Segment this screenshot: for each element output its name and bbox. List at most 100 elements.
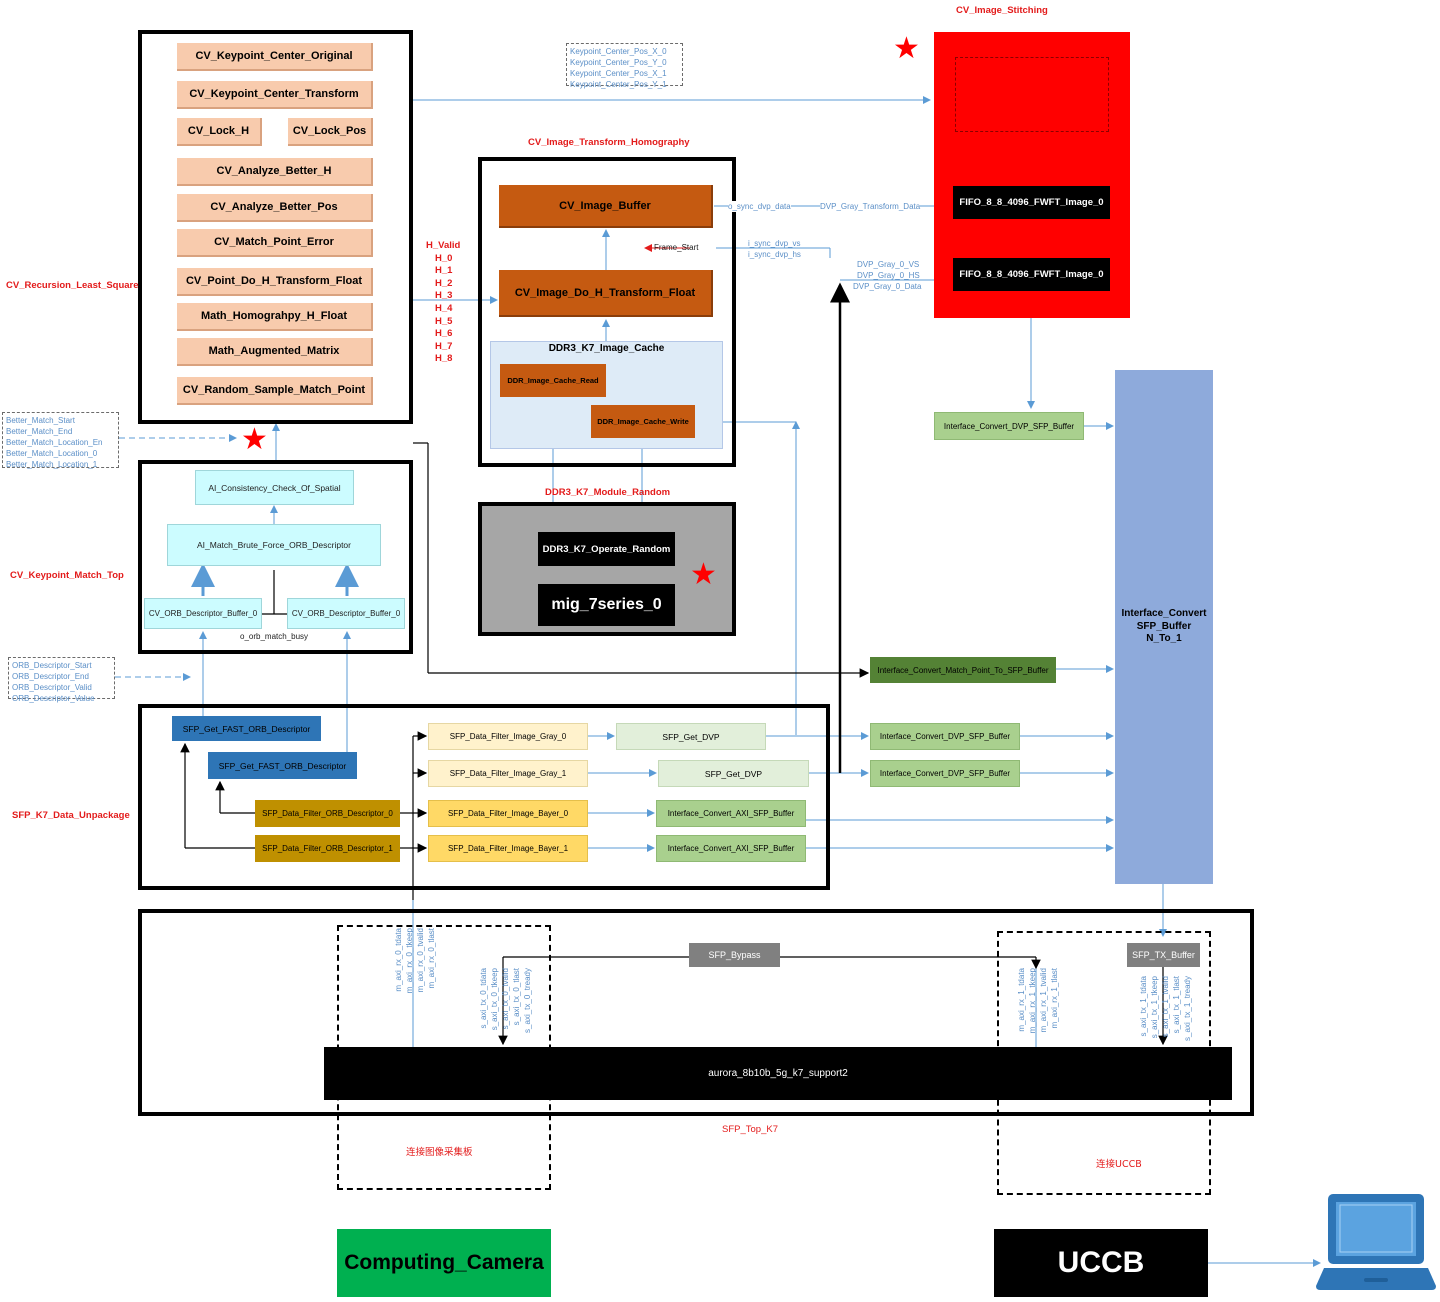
block-axi-buffer-b[interactable]: Interface_Convert_AXI_SFP_Buffer xyxy=(656,835,806,862)
block-lock-pos[interactable]: CV_Lock_Pos xyxy=(288,118,373,146)
block-sfp-bypass[interactable]: SFP_Bypass xyxy=(689,943,780,967)
block-cache-write[interactable]: DDR_Image_Cache_Write xyxy=(591,405,695,438)
n-to-1-block xyxy=(1115,370,1213,884)
sfp-top-container xyxy=(138,909,1254,1116)
rx1-signal: m_axi_rx_1_tvalid xyxy=(1039,968,1048,1033)
block-homography-h-float[interactable]: Math_Homograhpy_H_Float xyxy=(177,303,373,331)
stitching-inner-dashed xyxy=(955,57,1109,132)
label-match-top: CV_Keypoint_Match_Top xyxy=(10,570,124,581)
rx0-signal: m_axi_rx_0_tlast xyxy=(427,928,436,989)
block-fifo-a[interactable]: FIFO_8_8_4096_FWFT_Image_0 xyxy=(953,186,1110,219)
star-icon: ★ xyxy=(241,423,268,456)
block-analyze-better-pos[interactable]: CV_Analyze_Better_Pos xyxy=(177,194,373,222)
signal: ORB_Descriptor_Value xyxy=(12,694,95,703)
h-signal-list: H_Valid H_0 H_1 H_2 H_3 H_4 H_5 H_6 H_7 … xyxy=(426,240,460,366)
block-lock-h[interactable]: CV_Lock_H xyxy=(177,118,262,146)
block-match-point-sfp[interactable]: Interface_Convert_Match_Point_To_SFP_Buf… xyxy=(870,657,1056,683)
star-icon: ★ xyxy=(690,558,717,591)
block-augmented-matrix[interactable]: Math_Augmented_Matrix xyxy=(177,338,373,366)
block-fifo-b[interactable]: FIFO_8_8_4096_FWFT_Image_0 xyxy=(953,258,1110,291)
block-mig-7series[interactable]: mig_7series_0 xyxy=(538,584,675,626)
signal: Keypoint_Center_Pos_Y_1 xyxy=(570,80,667,89)
label-dvp-gray-hs: DVP_Gray_0_HS xyxy=(857,271,920,280)
block-uccb[interactable]: UCCB xyxy=(994,1229,1208,1297)
h-signal: H_7 xyxy=(435,340,453,352)
signal: ORB_Descriptor_Start xyxy=(12,661,92,670)
block-brute-force-match[interactable]: AI_Match_Brute_Force_ORB_Descriptor xyxy=(167,524,381,566)
block-fast-orb-a[interactable]: SFP_Get_FAST_ORB_Descriptor xyxy=(172,716,321,741)
signal: Keypoint_Center_Pos_X_1 xyxy=(570,69,667,78)
block-consistency-check[interactable]: AI_Consistency_Check_Of_Spatial xyxy=(195,470,354,505)
tx0-signal: s_axi_tx_0_tlast xyxy=(512,968,521,1026)
unpackage-container xyxy=(138,704,830,890)
label-homography: CV_Image_Transform_Homography xyxy=(528,137,690,148)
tx1-signal: s_axi_tx_1_tvalid xyxy=(1161,976,1170,1038)
block-point-do-h-transform[interactable]: CV_Point_Do_H_Transform_Float xyxy=(177,268,373,296)
block-bayer-0[interactable]: SFP_Data_Filter_Image_Bayer_0 xyxy=(428,800,588,827)
rx0-signal: m_axi_rx_0_tdata xyxy=(394,928,403,992)
signal: Keypoint_Center_Pos_X_0 xyxy=(570,47,667,56)
block-cache-read[interactable]: DDR_Image_Cache_Read xyxy=(500,364,606,397)
block-orb-buffer-a[interactable]: CV_ORB_Descriptor_Buffer_0 xyxy=(144,598,262,629)
block-keypoint-center-original[interactable]: CV_Keypoint_Center_Original xyxy=(177,43,373,71)
block-get-dvp-b[interactable]: SFP_Get_DVP xyxy=(658,760,809,787)
block-image-buffer[interactable]: CV_Image_Buffer xyxy=(499,185,713,228)
signal: Better_Match_Start xyxy=(6,416,75,425)
h-signal: H_6 xyxy=(435,328,453,340)
signal: Better_Match_Location_En xyxy=(6,438,103,447)
orb-descriptor-signals: ORB_Descriptor_Start ORB_Descriptor_End … xyxy=(8,657,115,703)
tx1-signal: s_axi_tx_1_tready xyxy=(1183,976,1192,1041)
block-dvp-sfp-b[interactable]: Interface_Convert_DVP_SFP_Buffer xyxy=(870,760,1020,787)
rx1-signal: m_axi_rx_1_tlast xyxy=(1050,968,1059,1029)
label-stitching: CV_Image_Stitching xyxy=(956,5,1048,16)
signal: Better_Match_Location_0 xyxy=(6,449,98,458)
label-orb-match-busy: o_orb_match_busy xyxy=(240,632,309,641)
better-match-signals: Better_Match_Start Better_Match_End Bett… xyxy=(2,412,119,469)
homography-container xyxy=(478,157,736,467)
h-signal: H_4 xyxy=(435,302,453,314)
block-fast-orb-b[interactable]: SFP_Get_FAST_ORB_Descriptor xyxy=(208,752,357,779)
tx0-signal: s_axi_tx_0_tvalid xyxy=(501,968,510,1030)
keypoint-match-container xyxy=(138,460,413,654)
tx1-signal: s_axi_tx_1_tdata xyxy=(1139,976,1148,1037)
label-sync-hs: i_sync_dvp_hs xyxy=(748,250,801,259)
block-aurora[interactable]: aurora_8b10b_5g_k7_support2 xyxy=(324,1047,1232,1100)
h-signal: H_5 xyxy=(435,315,453,327)
block-dvp-sfp-a[interactable]: Interface_Convert_DVP_SFP_Buffer xyxy=(870,723,1020,750)
laptop-icon xyxy=(1316,1194,1436,1290)
n-to-1-line: Interface_Convert xyxy=(1121,608,1207,619)
block-get-dvp-a[interactable]: SFP_Get_DVP xyxy=(616,723,766,750)
label-connect-camera: 连接图像采集板 xyxy=(406,1147,473,1158)
block-dvp-sfp-top[interactable]: Interface_Convert_DVP_SFP_Buffer xyxy=(934,412,1084,440)
block-gray-0[interactable]: SFP_Data_Filter_Image_Gray_0 xyxy=(428,723,588,750)
block-analyze-better-h[interactable]: CV_Analyze_Better_H xyxy=(177,158,373,186)
block-match-point-error[interactable]: CV_Match_Point_Error xyxy=(177,229,373,257)
label-dvp-gray-transform: DVP_Gray_Transform_Data xyxy=(820,201,921,212)
block-random-sample-match-point[interactable]: CV_Random_Sample_Match_Point xyxy=(177,377,373,405)
n-to-1-line: SFP_Buffer xyxy=(1136,620,1192,632)
block-filter-orb-0[interactable]: SFP_Data_Filter_ORB_Descriptor_0 xyxy=(255,800,400,827)
block-bayer-1[interactable]: SFP_Data_Filter_Image_Bayer_1 xyxy=(428,835,588,862)
block-do-h-transform[interactable]: CV_Image_Do_H_Transform_Float xyxy=(499,270,713,317)
block-sfp-tx-buffer[interactable]: SFP_TX_Buffer xyxy=(1127,943,1200,967)
h-signal: H_Valid xyxy=(426,240,461,251)
block-keypoint-center-transform[interactable]: CV_Keypoint_Center_Transform xyxy=(177,81,373,109)
block-gray-1[interactable]: SFP_Data_Filter_Image_Gray_1 xyxy=(428,760,588,787)
label-frame-start: Frame_Start xyxy=(654,243,699,252)
tx0-signal: s_axi_tx_0_tready xyxy=(523,968,532,1033)
block-orb-buffer-b[interactable]: CV_ORB_Descriptor_Buffer_0 xyxy=(287,598,405,629)
label-unpackage: SFP_K7_Data_Unpackage xyxy=(12,810,130,821)
rx0-signal: m_axi_rx_0_tkeep xyxy=(405,928,414,994)
block-computing-camera[interactable]: Computing_Camera xyxy=(337,1229,551,1297)
label-ddr-image-cache: DDR3_K7_Image_Cache xyxy=(548,343,665,354)
rx0-signal: m_axi_rx_0_tvalid xyxy=(416,928,425,993)
block-filter-orb-1[interactable]: SFP_Data_Filter_ORB_Descriptor_1 xyxy=(255,835,400,862)
signal: Better_Match_End xyxy=(6,427,73,436)
block-ddr-operate-random[interactable]: DDR3_K7_Operate_Random xyxy=(538,532,675,566)
label-o-sync: o_sync_dvp_data xyxy=(728,201,791,212)
block-axi-buffer-a[interactable]: Interface_Convert_AXI_SFP_Buffer xyxy=(656,800,806,827)
tx0-signal: s_axi_tx_0_tkeep xyxy=(490,968,499,1031)
label-connect-uccb: 连接UCCB xyxy=(1096,1159,1142,1170)
signal: ORB_Descriptor_End xyxy=(12,672,89,681)
